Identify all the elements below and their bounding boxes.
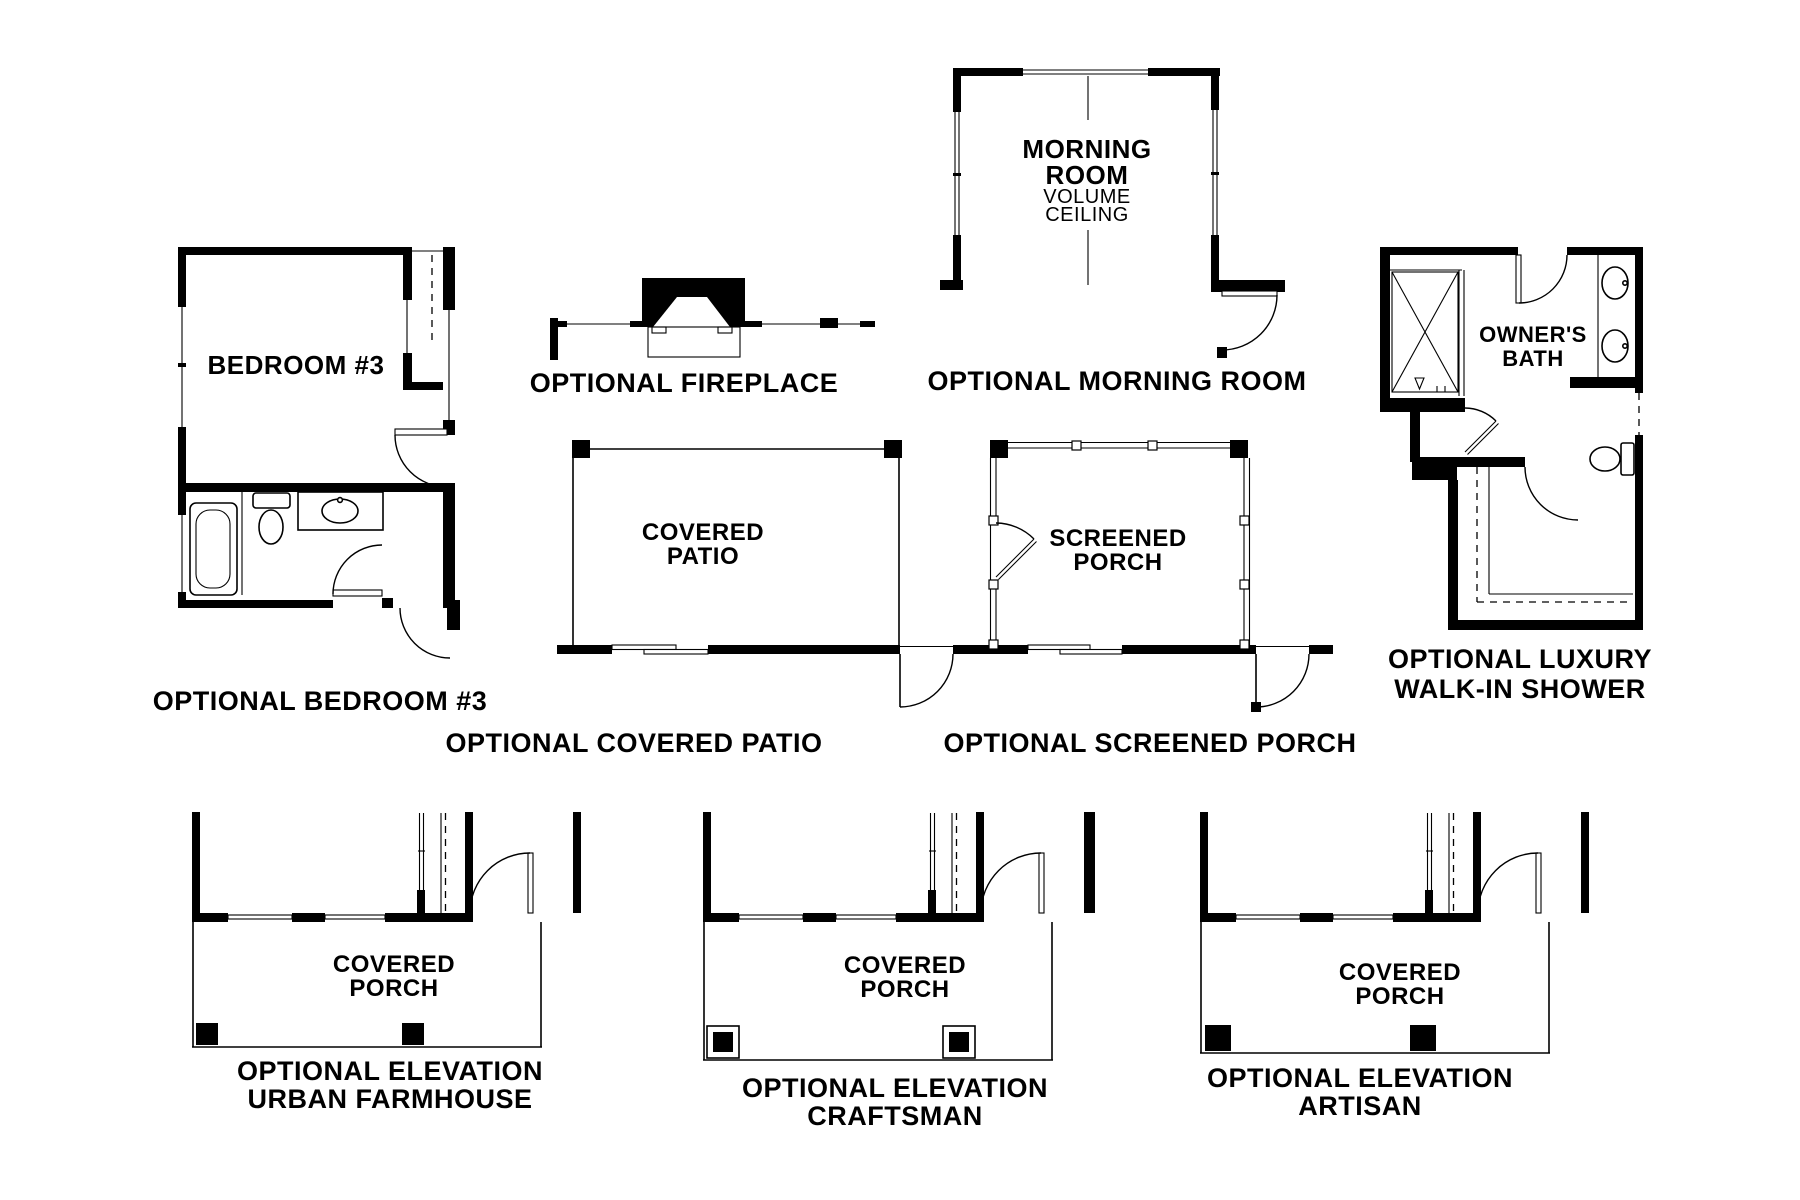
screen-door bbox=[995, 522, 1037, 580]
artisan-porch-outline bbox=[1200, 922, 1550, 1054]
farmhouse-caption-1: OPTIONAL ELEVATION bbox=[237, 1056, 543, 1086]
owners-bath-label-1: OWNER'S bbox=[1479, 322, 1587, 347]
craftsman-porch-label-1: COVERED bbox=[844, 952, 966, 979]
artisan-door bbox=[1477, 852, 1542, 914]
walkin-shower-caption-2: WALK-IN SHOWER bbox=[1394, 674, 1645, 704]
porch-column bbox=[196, 1023, 218, 1045]
morning-room-label-1: MORNING bbox=[1022, 134, 1151, 164]
rear-house-wall bbox=[557, 644, 1333, 712]
volume-ceiling-note-2: CEILING bbox=[1045, 204, 1129, 226]
craftsman-porch-outline bbox=[703, 922, 1053, 1061]
closet-dashed-area bbox=[1476, 467, 1633, 603]
patio-post bbox=[572, 440, 590, 458]
farmhouse-door bbox=[469, 852, 534, 914]
porch-post bbox=[990, 440, 1008, 458]
fireplace-walls bbox=[550, 318, 875, 360]
artisan-caption-2: ARTISAN bbox=[1298, 1091, 1422, 1121]
morning-room-walls bbox=[820, 68, 1285, 328]
bath-entry-door bbox=[1515, 254, 1568, 304]
shower-head-icon bbox=[1414, 377, 1425, 391]
porch-column-framed bbox=[942, 1025, 976, 1059]
hearth bbox=[647, 326, 741, 358]
patio-house-door bbox=[899, 645, 954, 708]
covered-patio-label-2: PATIO bbox=[667, 543, 739, 570]
craftsman-caption-2: CRAFTSMAN bbox=[807, 1101, 982, 1131]
morning-room-door bbox=[1217, 290, 1278, 358]
porch-column-framed bbox=[706, 1025, 740, 1059]
artisan-porch-label-1: COVERED bbox=[1339, 959, 1461, 986]
screened-porch-label-1: SCREENED bbox=[1049, 525, 1186, 552]
porch-post bbox=[1230, 440, 1248, 458]
optional-fireplace-plan: OPTIONAL FIREPLACE bbox=[530, 278, 875, 398]
water-closet-door-arc bbox=[1524, 466, 1579, 521]
optional-luxury-walkin-shower-plan: OWNER'S BATH OPTIONAL LUXURY WALK-IN SHO… bbox=[1380, 247, 1652, 704]
morning-room-caption: OPTIONAL MORNING ROOM bbox=[928, 366, 1307, 396]
covered-patio-label-1: COVERED bbox=[642, 519, 764, 546]
walk-in-shower bbox=[1390, 269, 1465, 396]
porch-house-door bbox=[1251, 645, 1310, 712]
toilet-2 bbox=[1589, 442, 1635, 476]
optional-bedroom3-plan: BEDROOM #3 OPTIONAL BEDROOM #3 bbox=[153, 247, 488, 716]
walkin-shower-caption-1: OPTIONAL LUXURY bbox=[1388, 644, 1652, 674]
hall-door-arc bbox=[399, 607, 451, 659]
optional-elevation-urban-farmhouse-plan: COVERED PORCH OPTIONAL ELEVATION URBAN F… bbox=[192, 812, 581, 1114]
porch-window bbox=[1027, 644, 1091, 651]
fireplace-caption: OPTIONAL FIREPLACE bbox=[530, 368, 839, 398]
craftsman-door bbox=[980, 852, 1045, 914]
craftsman-caption-1: OPTIONAL ELEVATION bbox=[742, 1073, 1048, 1103]
vanity-sink bbox=[297, 491, 384, 531]
screened-porch-label-2: PORCH bbox=[1073, 549, 1162, 576]
artisan-porch-label-2: PORCH bbox=[1355, 983, 1444, 1010]
bedroom3-room-label: BEDROOM #3 bbox=[208, 350, 385, 380]
farmhouse-porch-label-1: COVERED bbox=[333, 951, 455, 978]
vanity bbox=[1597, 255, 1629, 377]
patio-post bbox=[884, 440, 902, 458]
bath-door bbox=[332, 544, 383, 597]
firebox bbox=[642, 278, 745, 327]
farmhouse-porch-label-2: PORCH bbox=[349, 975, 438, 1002]
covered-patio-caption: OPTIONAL COVERED PATIO bbox=[445, 728, 822, 758]
artisan-caption-1: OPTIONAL ELEVATION bbox=[1207, 1063, 1513, 1093]
optional-elevation-craftsman-plan: COVERED PORCH OPTIONAL ELEVATION CRAFTSM… bbox=[703, 812, 1092, 1131]
optional-elevation-artisan-plan: COVERED PORCH OPTIONAL ELEVATION ARTISAN bbox=[1087, 812, 1589, 1121]
bedroom3-caption: OPTIONAL BEDROOM #3 bbox=[153, 686, 488, 716]
optional-screened-porch-plan: SCREENED PORCH OPTIONAL SCREENED PORCH bbox=[943, 440, 1356, 758]
volume-ceiling-note-1: VOLUME bbox=[1043, 186, 1130, 208]
artisan-walls bbox=[1087, 812, 1589, 922]
bedroom3-windows bbox=[178, 250, 450, 592]
shower-room-door bbox=[1464, 407, 1499, 455]
morning-room-label-2: ROOM bbox=[1046, 160, 1129, 190]
bedroom3-door bbox=[394, 428, 448, 488]
farmhouse-porch-outline bbox=[192, 922, 542, 1048]
optional-morning-room-plan: MORNING ROOM VOLUME CEILING OPTIONAL MOR… bbox=[820, 68, 1307, 396]
optional-covered-patio-plan: COVERED PATIO OPTIONAL COVERED PATIO bbox=[445, 440, 902, 758]
craftsman-walls bbox=[703, 812, 1092, 922]
screened-porch-caption: OPTIONAL SCREENED PORCH bbox=[943, 728, 1356, 758]
screen-rails bbox=[988, 440, 1251, 650]
sliding-door bbox=[611, 644, 677, 651]
porch-column bbox=[1205, 1025, 1231, 1051]
porch-column bbox=[402, 1023, 424, 1045]
owners-bath-label-2: BATH bbox=[1502, 346, 1563, 371]
owners-bath-walls bbox=[1380, 247, 1643, 630]
bathtub bbox=[189, 502, 238, 596]
farmhouse-caption-2: URBAN FARMHOUSE bbox=[247, 1084, 532, 1114]
porch-column bbox=[1410, 1025, 1436, 1051]
craftsman-porch-label-2: PORCH bbox=[860, 976, 949, 1003]
farmhouse-walls bbox=[192, 812, 581, 922]
toilet bbox=[252, 492, 291, 545]
